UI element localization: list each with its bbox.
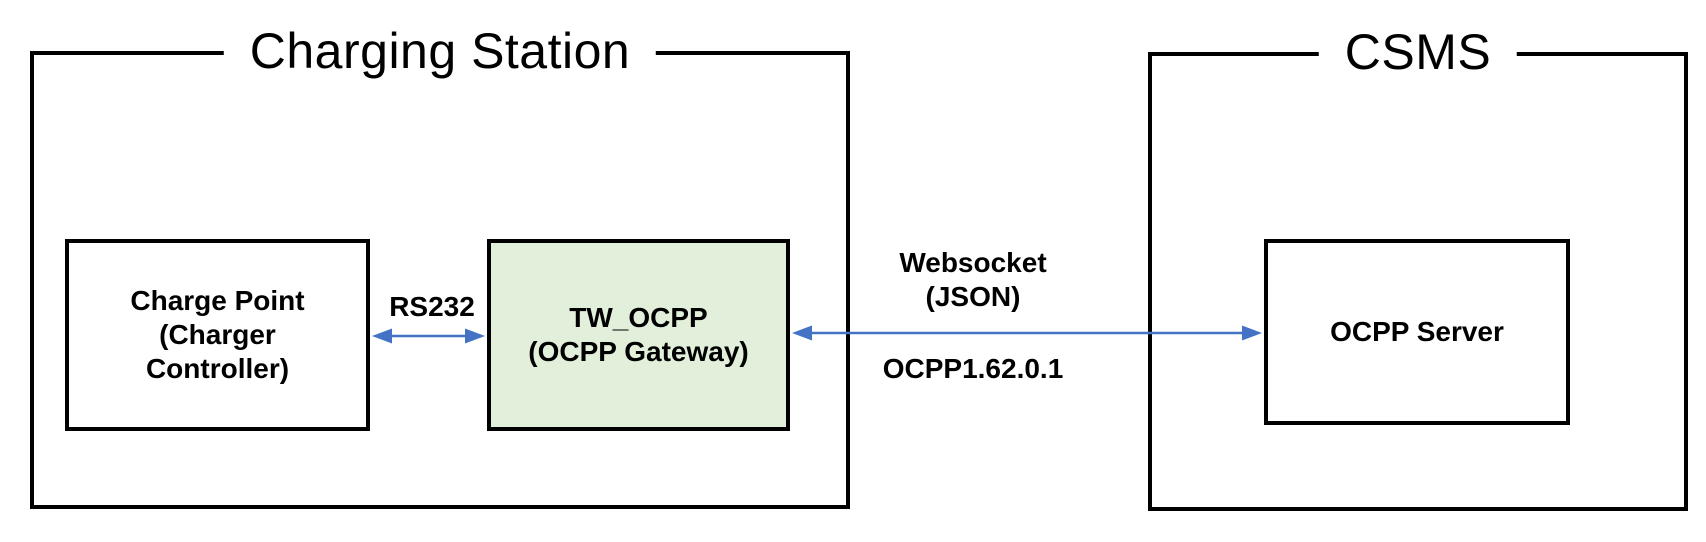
charge-point-label-line3: Controller) xyxy=(145,353,290,384)
ocpp-gateway-label-line2: (OCPP Gateway) xyxy=(528,336,749,367)
websocket-label-line2: (JSON) xyxy=(925,281,1021,312)
ocpp-gateway-label-line1: TW_OCPP xyxy=(569,302,708,333)
ocpp-protocol-label: OCPP1.62.0.1 xyxy=(882,353,1064,384)
ocpp-gateway-box: TW_OCPP (OCPP Gateway) xyxy=(487,239,790,431)
websocket-label-line1: Websocket xyxy=(899,247,1047,278)
ocpp-server-label: OCPP Server xyxy=(1330,316,1504,347)
csms-title: CSMS xyxy=(1318,23,1518,81)
charge-point-label-line1: Charge Point xyxy=(130,285,305,316)
ocpp-server-box: OCPP Server xyxy=(1264,239,1570,425)
csms-box: CSMS xyxy=(1148,23,1688,511)
websocket-connection-label: Websocket (JSON) xyxy=(899,246,1046,314)
charging-station-box: Charging Station xyxy=(30,22,850,509)
rs232-connection-label: RS232 xyxy=(389,291,475,322)
charging-station-title: Charging Station xyxy=(223,22,657,80)
charge-point-label-line2: (Charger xyxy=(159,319,276,350)
charge-point-box: Charge Point (Charger Controller) xyxy=(65,239,370,431)
